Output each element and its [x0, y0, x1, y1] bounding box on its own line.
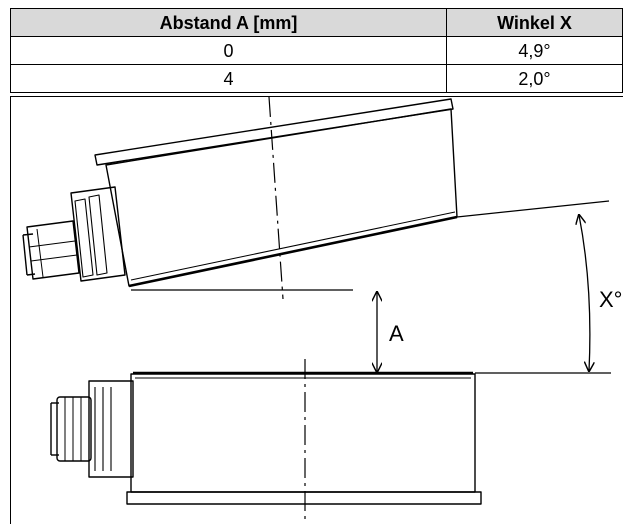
table-header-row: Abstand A [mm] Winkel X — [10, 8, 623, 37]
cell-distance: 0 — [10, 36, 447, 65]
header-angle-x: Winkel X — [446, 8, 623, 37]
table-row: 0 4,9° — [10, 36, 623, 65]
tilted-connector-plug — [26, 220, 80, 280]
label-a: A — [389, 321, 404, 346]
header-distance-a: Abstand A [mm] — [10, 8, 447, 37]
angle-table: Abstand A [mm] Winkel X 0 4,9° 4 2,0° — [10, 8, 623, 93]
cell-angle: 4,9° — [446, 36, 623, 65]
flat-connector-plug — [56, 396, 92, 462]
flat-housing-lid — [126, 491, 482, 505]
flat-connector-block — [88, 380, 134, 478]
mounting-diagram-svg: A X° — [22, 97, 622, 524]
tilted-housing-lid — [94, 98, 454, 166]
tilted-bottom-extension — [456, 200, 610, 218]
angle-table-grid: Abstand A [mm] Winkel X 0 4,9° 4 2,0° — [10, 8, 623, 93]
tilted-connector-block — [70, 186, 126, 282]
mounting-diagram: A X° — [10, 96, 623, 524]
table-row: 4 2,0° — [10, 64, 623, 93]
label-x: X° — [599, 287, 622, 312]
cell-distance: 4 — [10, 64, 447, 93]
angle-x-arrow — [579, 215, 590, 371]
flat-housing — [50, 371, 482, 505]
tilted-center-line — [268, 97, 284, 300]
tilted-housing — [22, 98, 458, 288]
cell-angle: 2,0° — [446, 64, 623, 93]
flat-housing-body — [130, 373, 476, 493]
